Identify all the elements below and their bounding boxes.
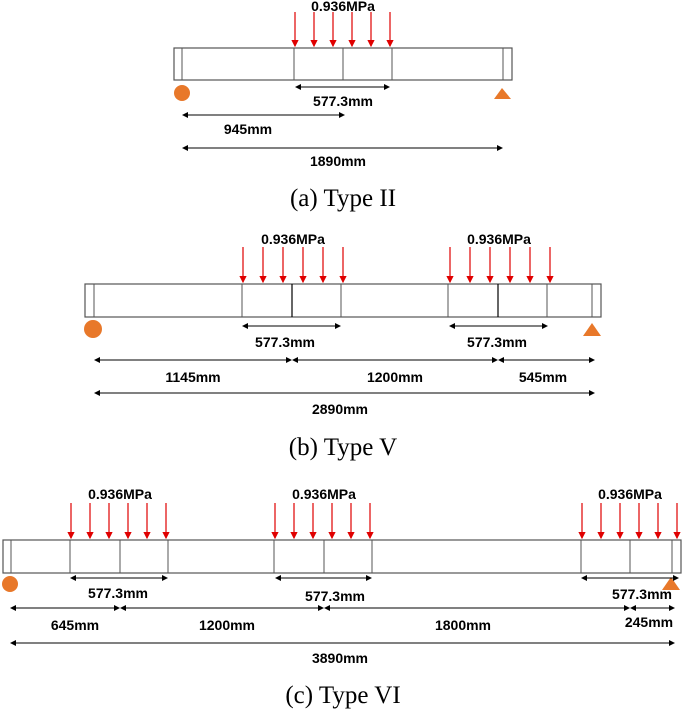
dim-a-1890: 1890mm <box>310 153 366 169</box>
dim-c-1200: 1200mm <box>199 617 255 633</box>
dim-c-645: 645mm <box>51 617 99 633</box>
beam-c <box>2 539 682 574</box>
patch-length-c3: 577.3mm <box>612 586 672 602</box>
load-label-c1: 0.936MPa <box>88 486 152 502</box>
patch-length-a: 577.3mm <box>313 93 373 109</box>
load-label-a: 0.936MPa <box>311 0 375 14</box>
caption-a: (a) Type II <box>290 185 396 212</box>
panel-type-vi: 0.936MPa 0.936MPa 0.936MPa 577.3mm 577.3… <box>2 486 682 709</box>
pin-support-c <box>2 576 18 592</box>
dim-b-545: 545mm <box>519 369 567 385</box>
load-label-c3: 0.936MPa <box>598 486 662 502</box>
load-label-b1: 0.936MPa <box>261 231 325 247</box>
load-arrows-c3 <box>578 503 681 540</box>
load-arrows-c2 <box>271 503 374 540</box>
load-arrows-a <box>291 12 394 48</box>
dim-b-2890: 2890mm <box>312 401 368 417</box>
patch-length-b2: 577.3mm <box>467 334 527 350</box>
beam-b <box>84 283 602 318</box>
roller-support-b <box>583 323 601 336</box>
pin-support-a <box>174 85 190 101</box>
dim-b-1200: 1200mm <box>367 369 423 385</box>
dim-c-3890: 3890mm <box>312 650 368 666</box>
panel-type-ii: 0.936MPa 577.3mm 945mm 1890mm (a) Type I… <box>173 0 513 212</box>
patch-length-c1: 577.3mm <box>88 585 148 601</box>
panel-type-v: 0.936MPa 0.936MPa 577.3mm 577.3mm 1145mm… <box>84 231 602 461</box>
dim-a-945: 945mm <box>224 121 272 137</box>
caption-b: (b) Type V <box>289 434 397 461</box>
roller-support-c <box>662 577 680 590</box>
load-arrows-c1 <box>67 503 170 540</box>
dim-c-1800: 1800mm <box>435 617 491 633</box>
patch-length-c2: 577.3mm <box>305 588 365 604</box>
load-label-b2: 0.936MPa <box>467 231 531 247</box>
patch-length-b1: 577.3mm <box>255 334 315 350</box>
load-arrows-b1 <box>239 247 347 284</box>
load-label-c2: 0.936MPa <box>292 486 356 502</box>
pin-support-b <box>84 320 102 338</box>
roller-support-a <box>494 88 511 99</box>
load-arrows-b2 <box>446 247 554 284</box>
caption-c: (c) Type VI <box>285 682 400 709</box>
dim-c-245: 245mm <box>625 614 673 630</box>
dim-b-1145: 1145mm <box>165 369 220 385</box>
